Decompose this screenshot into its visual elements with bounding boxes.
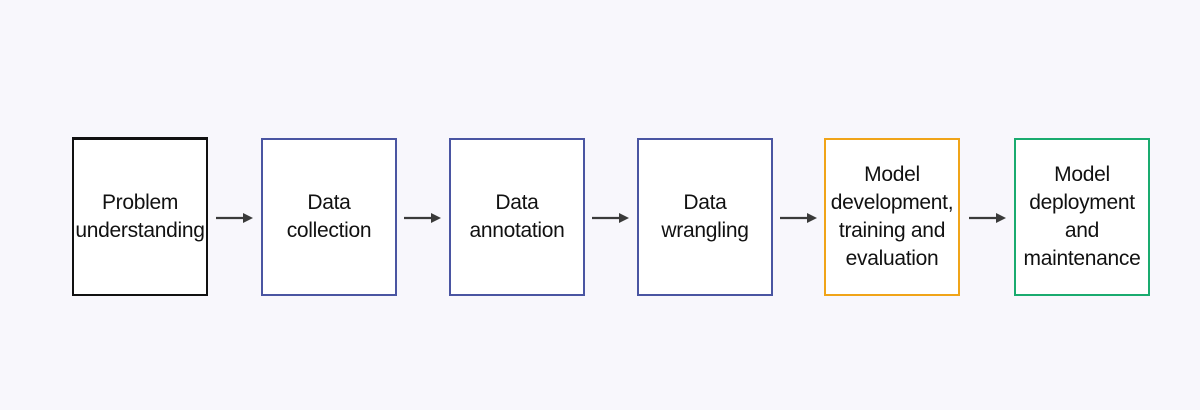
arrow-right-icon xyxy=(404,213,441,223)
arrow-right-icon xyxy=(216,213,253,223)
arrow-right-icon xyxy=(592,213,629,223)
arrow-right-icon xyxy=(780,213,817,223)
arrow-right-icon xyxy=(969,213,1006,223)
